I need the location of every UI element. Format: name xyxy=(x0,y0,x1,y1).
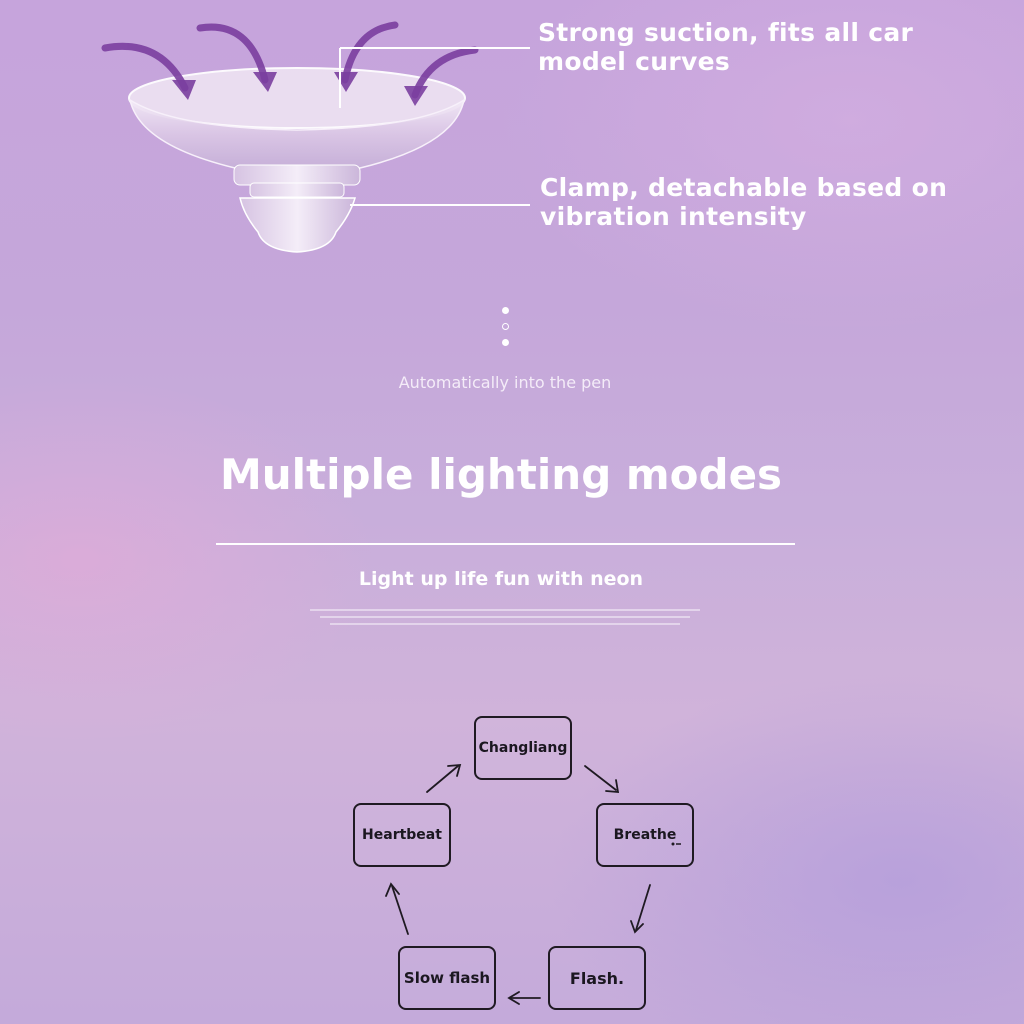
clamp-callout-line-1: Clamp, detachable based on xyxy=(540,173,948,202)
divider-dot xyxy=(502,339,509,346)
mode-flash: Flash. xyxy=(548,946,646,1010)
mode-changliang: Changliang xyxy=(474,716,572,780)
page-heading: Multiple lighting modes xyxy=(219,450,783,499)
divider-dot xyxy=(502,307,509,314)
mode-breathe: Breathe xyxy=(596,803,694,867)
caption: Automatically into the pen xyxy=(398,373,612,392)
suction-callout: Strong suction, fits all car model curve… xyxy=(538,18,913,76)
fine-print-block xyxy=(310,608,700,625)
page-subtitle: Light up life fun with neon xyxy=(358,568,644,590)
heading-divider xyxy=(216,543,795,545)
divider-dot xyxy=(502,323,509,330)
mode-slow-flash: Slow flash xyxy=(398,946,496,1010)
clamp-callout: Clamp, detachable based on vibration int… xyxy=(540,173,947,231)
clamp-callout-line-2: vibration intensity xyxy=(540,202,807,231)
suction-callout-line-1: Strong suction, fits all car xyxy=(538,18,914,47)
suction-callout-line-2: model curves xyxy=(538,47,731,76)
mode-heartbeat: Heartbeat xyxy=(353,803,451,867)
suction-arrow-icon xyxy=(101,21,479,99)
